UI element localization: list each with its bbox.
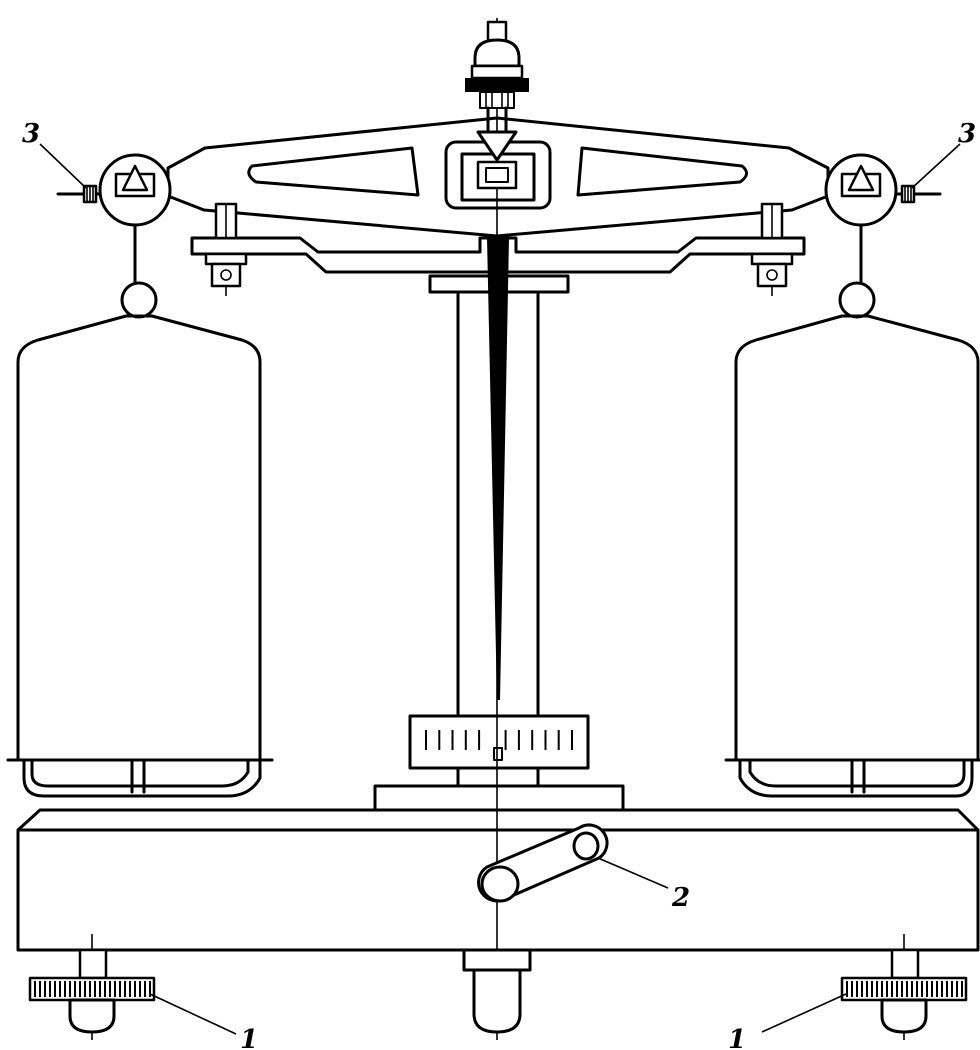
- left-end-assembly: [56, 153, 248, 319]
- column-foot: [373, 784, 625, 812]
- scale: [408, 714, 590, 770]
- foot-center: [462, 948, 532, 1034]
- arrest-bar: [190, 236, 806, 274]
- top-knob: [465, 20, 529, 132]
- hook-left: [120, 281, 158, 319]
- beam-window-left: [247, 146, 420, 197]
- beam-window-right: [576, 146, 748, 197]
- callout-label-balance-nut-left: 3: [22, 119, 40, 149]
- callout-label-leveling-screw-left: 1: [240, 1025, 258, 1050]
- pointer: [487, 238, 509, 761]
- pan-right: [724, 314, 980, 798]
- scale-ticks: [425, 730, 573, 750]
- callout-label-leveling-screw-right: 1: [728, 1025, 746, 1050]
- foot-left: [28, 934, 156, 1040]
- right-end-assembly: [750, 153, 942, 319]
- foot-right: [840, 934, 968, 1040]
- arrest-handle: [477, 823, 609, 903]
- beam: [166, 116, 830, 238]
- pan-left: [6, 314, 274, 798]
- hook-right: [838, 281, 876, 319]
- callouts: 3 3 2 1 1: [22, 119, 976, 1050]
- callout-label-arrest-handle: 2: [671, 883, 690, 913]
- callout-label-balance-nut-right: 3: [958, 119, 976, 149]
